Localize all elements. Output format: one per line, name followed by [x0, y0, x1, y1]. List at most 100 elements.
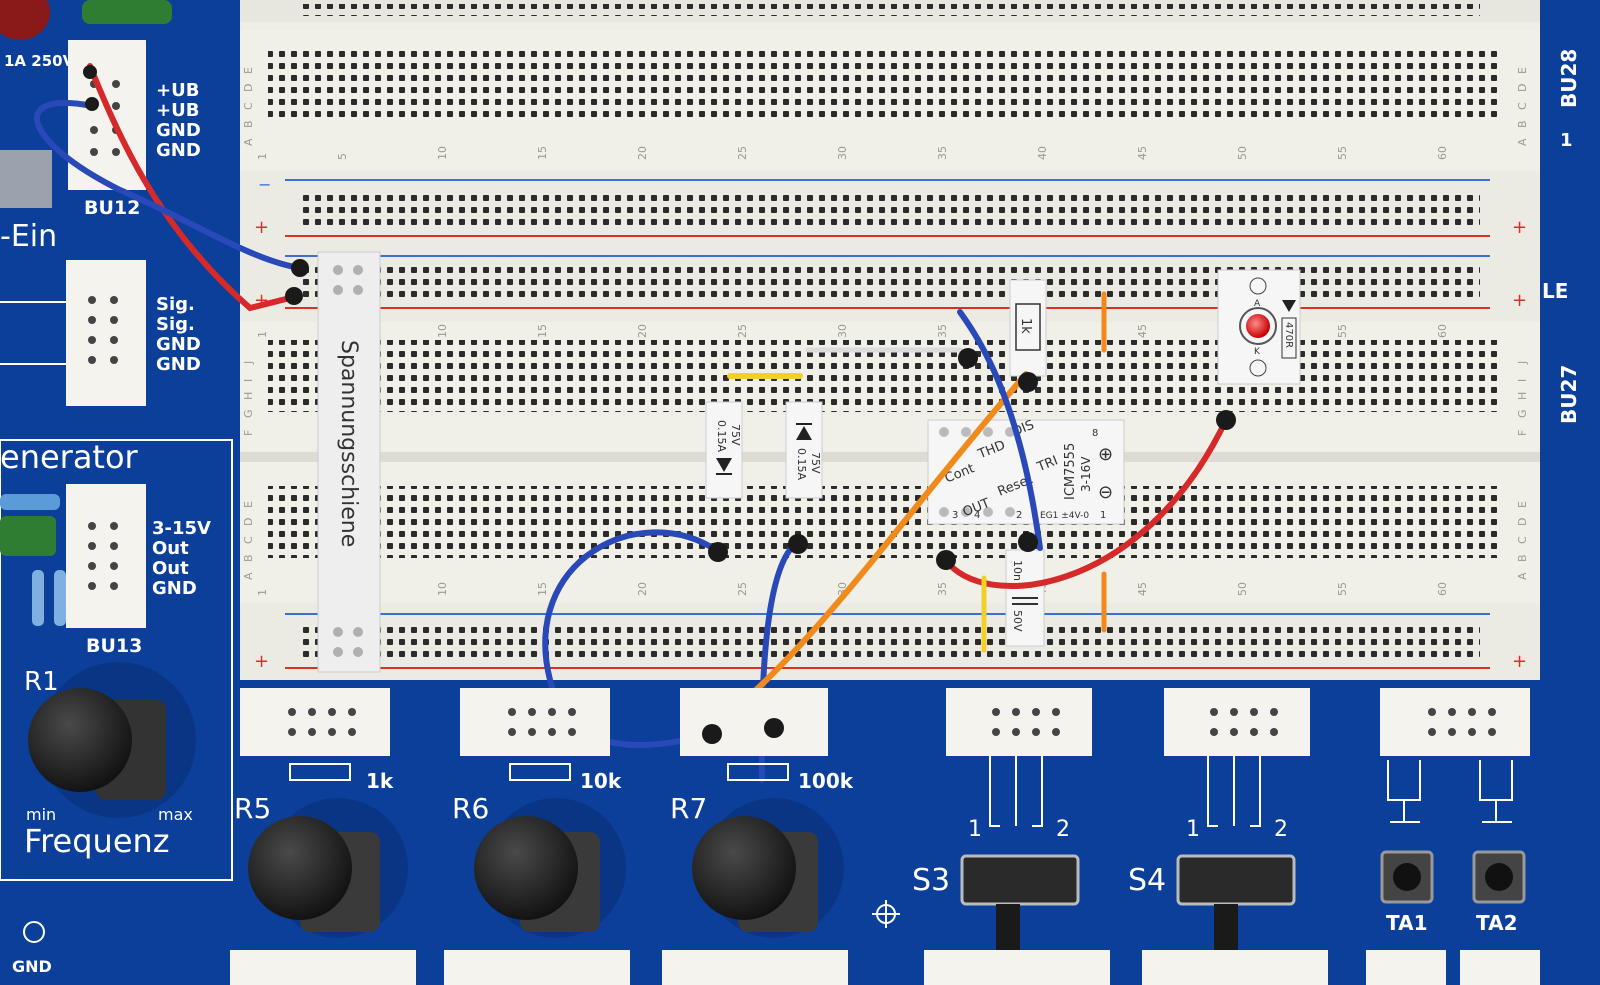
breadboard-row-letter: I [242, 379, 255, 382]
crosshair-icon [872, 900, 900, 928]
svg-text:+: + [1512, 217, 1527, 238]
tactile-buttons: TA1 TA2 [1380, 850, 1526, 935]
sig-pin-3: GND [156, 334, 201, 355]
socket-r7[interactable] [680, 688, 828, 756]
wire-red-power [87, 63, 293, 312]
svg-text:−: − [258, 175, 271, 194]
s3-switch[interactable] [960, 854, 1080, 906]
breadboard-row-letter: J [242, 361, 255, 365]
ic-pin-num-4: 4 [974, 510, 980, 521]
pot-symbol-icon [727, 763, 789, 781]
bu12-pin-3: GND [156, 120, 201, 141]
breadboard-column-number: 10 [436, 146, 449, 160]
sig-pin-2: Sig. [156, 314, 195, 335]
socket-s3[interactable] [946, 688, 1092, 756]
socket-s4[interactable] [1164, 688, 1310, 756]
r5-knob[interactable] [248, 816, 352, 920]
s3-label: S3 [912, 863, 950, 898]
breadboard-row-letter: B [1516, 120, 1529, 128]
sig-socket[interactable] [66, 260, 146, 406]
ta2-label: TA2 [1476, 911, 1517, 935]
socket-r5[interactable] [240, 688, 390, 756]
bu13-pin-2: Out [152, 538, 189, 559]
diode-b-current: 0.15A [795, 448, 808, 480]
breadboard-column-number: 25 [736, 324, 749, 338]
r6-value: 10k [580, 769, 622, 793]
breadboard-row-letter: C [1516, 536, 1529, 544]
bu13-socket[interactable] [66, 484, 146, 628]
breadboard-column-number: 60 [1436, 146, 1449, 160]
r7-value: 100k [798, 769, 854, 793]
button-symbol-icon [1479, 760, 1513, 823]
breadboard-column-number: 40 [1036, 146, 1049, 160]
fuse-label: 1A 250V [4, 52, 75, 70]
s3-handle[interactable] [996, 904, 1020, 954]
diode-a-current: 0.15A [715, 420, 728, 452]
r7-knob[interactable] [692, 816, 796, 920]
gnd-label: GND [12, 957, 52, 976]
switch-symbol-icon [1207, 756, 1261, 827]
s4-label: S4 [1128, 863, 1166, 898]
slide-switches [960, 854, 1296, 954]
ta1-label: TA1 [1386, 911, 1427, 935]
breadboard-column-number: 35 [936, 146, 949, 160]
wire-orange [719, 371, 1029, 723]
capacitor-icon [0, 516, 56, 556]
breadboard-row-letter: A [242, 572, 255, 580]
wire-blue-r6 [542, 529, 719, 749]
socket-r6[interactable] [460, 688, 610, 756]
breadboard-row-letter: A [242, 138, 255, 146]
socket-buttons[interactable] [1380, 688, 1530, 756]
r7-label: R7 [670, 792, 707, 825]
s3-right: 2 [1056, 817, 1070, 842]
breadboard-column-number: 30 [836, 324, 849, 338]
resistor-icon [54, 570, 66, 626]
bu12-label: BU12 [84, 197, 140, 219]
wire-red-led [943, 417, 1229, 589]
breadboard-row-letter: A [1516, 572, 1529, 580]
breadboard-row-letter: J [1516, 361, 1529, 365]
diode-b-voltage: 75V [809, 452, 822, 474]
spannungsschiene-label: Spannungsschiene [336, 340, 361, 547]
r1-knob[interactable] [28, 688, 132, 792]
gnd-test-point[interactable] [23, 921, 45, 943]
diode-symbol-icon [716, 458, 732, 472]
r6-knob[interactable] [474, 816, 578, 920]
button-symbol-icon [1387, 760, 1421, 823]
breadboard-column-number: 45 [1136, 582, 1149, 596]
bu13-label: BU13 [86, 635, 142, 657]
breadboard-column-number: 35 [936, 582, 949, 596]
s4-switch[interactable] [1176, 854, 1296, 906]
breadboard-row-letter: G [242, 409, 255, 418]
breadboard-column-number: 55 [1336, 324, 1349, 338]
r1-label: R1 [24, 667, 59, 697]
breadboard-column-number: 50 [1236, 582, 1249, 596]
pot-symbol-icon [289, 763, 351, 781]
breadboard-row-letter: B [242, 120, 255, 128]
bottom-strip [230, 950, 1540, 985]
breadboard-column-number: 45 [1136, 324, 1149, 338]
breadboard-row-letter: E [242, 501, 255, 508]
breadboard-column-number: 30 [836, 146, 849, 160]
wire-plugs [83, 65, 1236, 570]
ic-pin-num-3: 3 [952, 510, 958, 521]
s4-handle[interactable] [1214, 904, 1238, 954]
frequenz-label: Frequenz [24, 822, 170, 860]
breadboard-column-number: 35 [936, 324, 949, 338]
s3-left: 1 [968, 817, 982, 842]
max-label: max [158, 805, 193, 824]
bu27-label: BU27 [1557, 365, 1581, 424]
resistor-1k-label: 1k [1018, 318, 1033, 334]
le-label: LE [1542, 279, 1568, 303]
resistor-1k-module: 1k [1009, 279, 1047, 377]
breadboard-row-letter: F [242, 430, 255, 436]
breadboard-column-number: 60 [1436, 582, 1449, 596]
breadboard-column-number: 10 [436, 582, 449, 596]
led-cathode: K [1254, 347, 1261, 357]
led-red [1246, 314, 1270, 338]
s4-right: 2 [1274, 817, 1288, 842]
breadboard-row-letter: B [1516, 554, 1529, 562]
sig-pin-1: Sig. [156, 294, 195, 315]
capacitor-red [0, 0, 50, 40]
breadboard-row-letter: H [242, 392, 255, 400]
